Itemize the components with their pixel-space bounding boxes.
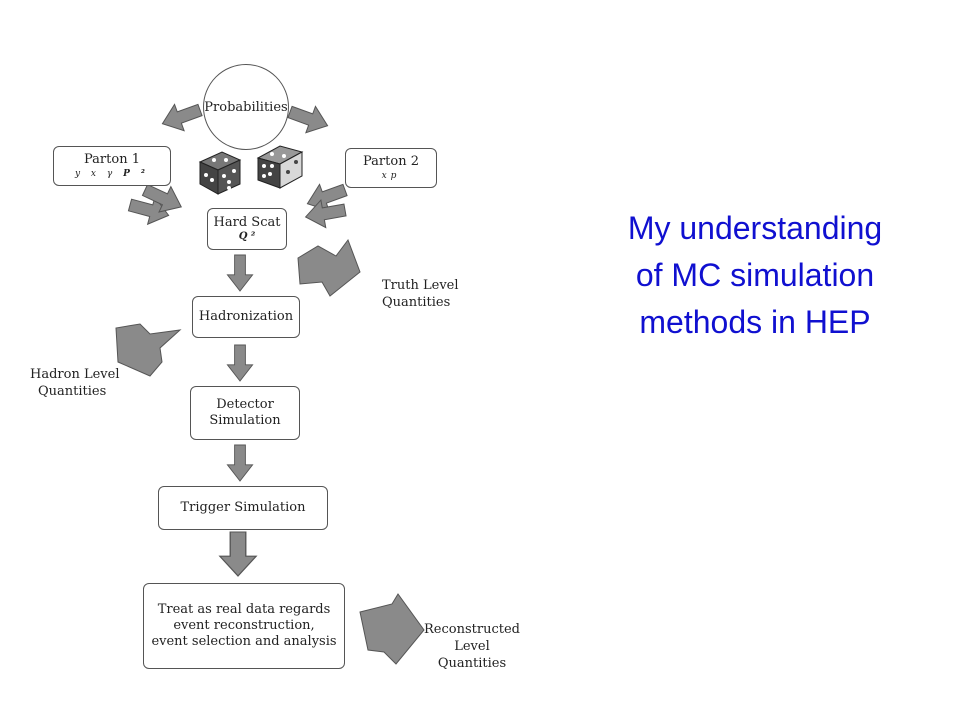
dice-icon <box>256 145 304 189</box>
treat-line3: event selection and analysis <box>151 634 337 650</box>
hard-scat-box: Hard Scat Q ² <box>207 208 287 250</box>
reco-line1: Reconstructed <box>424 622 520 637</box>
arrow <box>284 98 333 140</box>
parton1-p2: P ² <box>123 168 149 179</box>
truth-level-label: Truth Level Quantities <box>382 278 459 312</box>
arrow <box>226 254 254 292</box>
arrow <box>297 238 361 297</box>
hard-scat-var: Q ² <box>238 230 256 242</box>
arrow <box>115 323 182 377</box>
detector-line2: Simulation <box>209 413 281 428</box>
reco-line3: Quantities <box>437 655 507 671</box>
hadronization-label: Hadronization <box>198 308 294 324</box>
parton1-title: Parton 1 <box>84 152 140 168</box>
slide-caption: My understanding of MC simulation method… <box>560 205 950 346</box>
parton1-vars: y x <box>74 168 101 179</box>
parton2-vars: x <box>381 170 391 181</box>
parton2-title: Parton 2 <box>363 154 419 170</box>
probabilities-label: Probabilities <box>204 99 288 115</box>
arrow <box>219 531 257 577</box>
reco-line2: Level <box>454 638 490 654</box>
arrow <box>226 344 254 382</box>
probabilities-node: Probabilities <box>203 64 289 150</box>
truth-line1: Truth Level <box>382 278 459 293</box>
treat-line2: event reconstruction, <box>173 617 315 633</box>
hadron-level-label: Hadron Level Quantities <box>30 367 119 401</box>
trigger-label: Trigger Simulation <box>180 499 306 515</box>
arrow <box>226 444 254 482</box>
parton2-sub: p <box>390 170 401 181</box>
dice-icon <box>198 151 242 195</box>
trigger-box: Trigger Simulation <box>158 486 328 530</box>
arrow <box>157 96 206 138</box>
treat-line1: Treat as real data regards <box>157 601 331 617</box>
treat-box: Treat as real data regards event reconst… <box>143 583 345 669</box>
parton1-box: Parton 1 y x γ P ² <box>53 146 171 186</box>
hadron-line1: Hadron Level <box>30 367 120 382</box>
hard-scat-title: Hard Scat <box>213 214 281 230</box>
arrow <box>359 593 425 665</box>
parton2-box: Parton 2 xp <box>345 148 437 188</box>
detector-box: Detector Simulation <box>190 386 300 440</box>
parton1-gamma: γ <box>106 168 117 179</box>
caption-line2: of MC simulation <box>635 257 875 293</box>
caption-line3: methods in HEP <box>639 304 871 340</box>
truth-line2: Quantities <box>382 294 451 310</box>
reconstructed-label: Reconstructed Level Quantities <box>424 622 520 673</box>
detector-line1: Detector <box>216 396 274 412</box>
hadron-line2: Quantities <box>38 383 107 399</box>
caption-line1: My understanding <box>627 210 883 246</box>
hadronization-box: Hadronization <box>192 296 300 338</box>
